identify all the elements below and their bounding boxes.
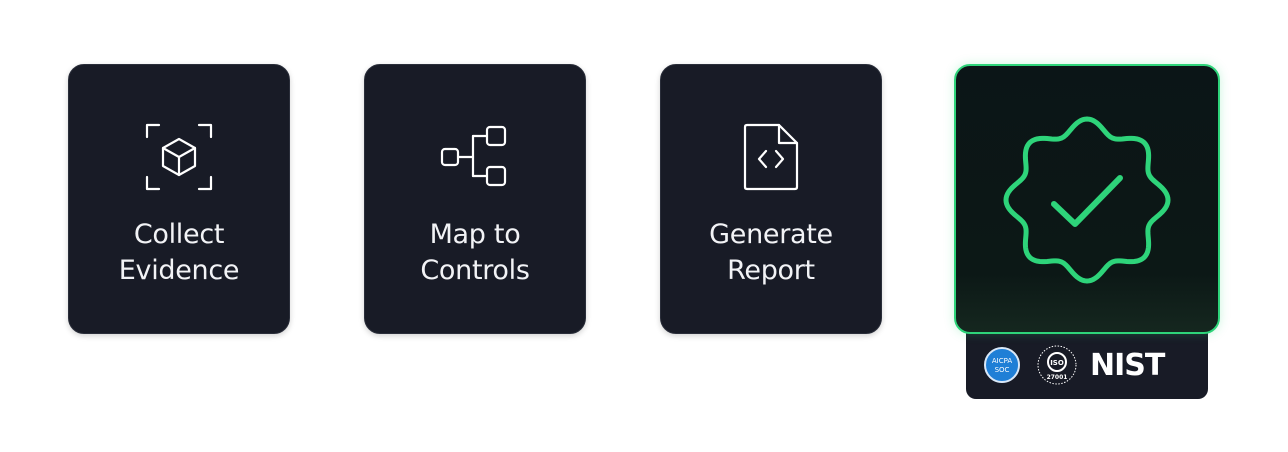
step-label: Generate Report — [661, 217, 881, 289]
step-label-line-1: Map to — [429, 219, 521, 250]
step-card-generate-report: Generate Report — [660, 64, 882, 334]
iso-27001-logo: ISO 27001 — [1036, 344, 1078, 386]
aicpa-logo-text: AICPA — [991, 357, 1013, 365]
soc-logo-text: SOC — [994, 366, 1010, 374]
step-label: Map to Controls — [365, 217, 585, 289]
verified-badge-check-icon — [1003, 116, 1171, 284]
step-label: Collect Evidence — [69, 217, 289, 289]
step-label-line-2: Controls — [420, 255, 530, 286]
step-label-line-2: Report — [727, 255, 815, 286]
verified-card — [954, 64, 1220, 334]
step-card-map-to-controls: Map to Controls — [364, 64, 586, 334]
aicpa-soc-logo: AICPA SOC — [984, 347, 1020, 383]
code-file-icon — [735, 121, 807, 193]
verification-badge-group: AICPA SOC ISO 27001 NIST — [954, 64, 1220, 400]
compliance-logos: AICPA SOC ISO 27001 NIST — [966, 334, 1208, 399]
hierarchy-icon — [439, 121, 511, 193]
iso-number-text: 27001 — [1047, 374, 1068, 381]
step-label-line-1: Collect — [133, 219, 225, 250]
step-card-collect-evidence: Collect Evidence — [68, 64, 290, 334]
cube-scan-icon — [143, 121, 215, 193]
step-label-line-2: Evidence — [118, 255, 240, 286]
step-label-line-1: Generate — [709, 219, 833, 250]
nist-logo: NIST — [1090, 348, 1165, 383]
iso-logo-text: ISO — [1050, 359, 1064, 367]
